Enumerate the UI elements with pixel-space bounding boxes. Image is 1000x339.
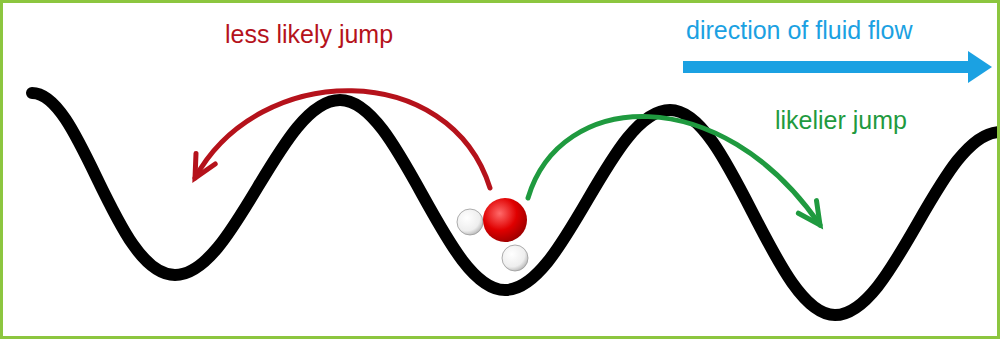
energy-landscape xyxy=(32,93,997,315)
hydrogen-atom xyxy=(457,209,483,235)
arrowhead xyxy=(798,201,820,225)
jump-label: less likely jump xyxy=(225,19,393,49)
hydrogen-atom xyxy=(502,245,528,271)
arrowhead xyxy=(968,51,992,83)
oxygen-atom xyxy=(483,198,527,242)
backward-jump-arrow xyxy=(195,91,490,188)
flow-label: direction of fluid flow xyxy=(686,15,913,45)
flow-arrow xyxy=(683,61,972,73)
illustration xyxy=(3,3,997,336)
jump-label: likelier jump xyxy=(775,105,907,135)
arrowhead xyxy=(195,153,215,178)
